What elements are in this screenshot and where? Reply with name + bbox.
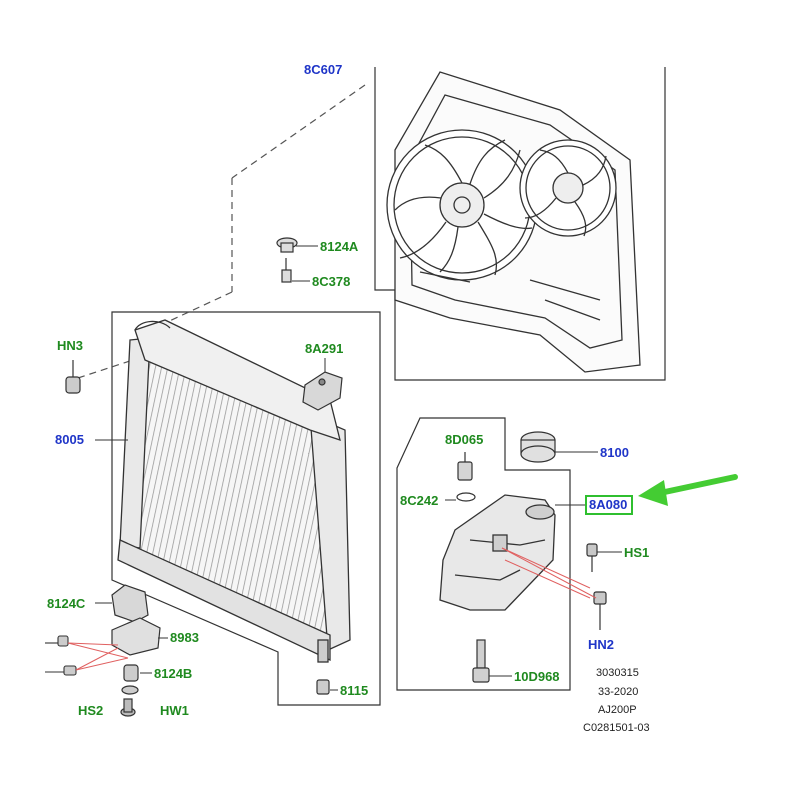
mount-8124c-drawing <box>111 584 149 623</box>
ref-code-2: 33-2020 <box>598 686 639 698</box>
label-screw-hs1: HS1 <box>624 545 650 560</box>
label-bracket-8983: 8983 <box>170 630 199 645</box>
ref-code-1: 3030315 <box>596 667 639 679</box>
label-bracket-8a291: 8A291 <box>305 341 344 356</box>
bracket-8a291-drawing <box>302 371 343 411</box>
label-isolator-8124b: 8124B <box>154 666 193 681</box>
pressure-cap-8100-drawing <box>520 431 556 463</box>
label-fan-shroud-8c607: 8C607 <box>304 62 343 77</box>
label-mount-8124c: 8124C <box>47 596 86 611</box>
label-screw-hs2: HS2 <box>78 703 104 718</box>
label-clip-8124a: 8124A <box>320 239 359 254</box>
label-expansion-tank-8a080: 8A080 <box>589 497 628 512</box>
radiator-group-border <box>111 311 381 706</box>
label-stud-8c378: 8C378 <box>312 274 351 289</box>
label-nut-hn3: HN3 <box>57 338 84 353</box>
label-radiator-8005: 8005 <box>55 432 84 447</box>
nut-hn3-drawing <box>65 360 81 394</box>
drain-plug-8115-drawing <box>316 679 330 695</box>
isolator-8124b-drawing <box>121 664 139 695</box>
radiator-drawing <box>117 319 351 663</box>
highlight-box-8a080 <box>585 495 633 515</box>
tank-group-border <box>396 417 571 691</box>
callout-lines-left <box>67 642 129 671</box>
expansion-tank-8a080-drawing <box>439 494 556 611</box>
screw-hs2-drawing <box>120 698 136 717</box>
oring-8c242-drawing <box>456 492 476 502</box>
label-nut-hn2: HN2 <box>588 637 615 652</box>
ref-code-4: C0281501-03 <box>583 722 650 734</box>
green-arrow-icon <box>638 474 738 506</box>
dashed-guide-lines <box>77 84 366 379</box>
fan-shroud-drawing <box>386 71 641 373</box>
label-oring-8c242: 8C242 <box>400 493 439 508</box>
fan-group-border <box>374 67 666 381</box>
clip-8124a-drawing <box>276 237 298 253</box>
label-drain-plug-8115: 8115 <box>340 683 369 698</box>
label-connector-8d065: 8D065 <box>445 432 484 447</box>
screw-hs1-drawing <box>586 543 598 572</box>
connector-8d065-drawing <box>457 452 473 481</box>
small-screws-left-drawing <box>45 635 77 676</box>
bracket-8983-drawing <box>111 617 161 656</box>
stud-8c378-drawing <box>281 258 292 283</box>
label-sensor-10d968: 10D968 <box>514 669 560 684</box>
nut-hn2-drawing <box>593 591 607 630</box>
label-pressure-cap-8100: 8100 <box>600 445 629 460</box>
level-sensor-10d968-drawing <box>472 639 490 683</box>
ref-code-3: AJ200P <box>598 704 637 716</box>
label-washer-hw1: HW1 <box>160 703 189 718</box>
callout-lines-tank <box>501 547 597 599</box>
